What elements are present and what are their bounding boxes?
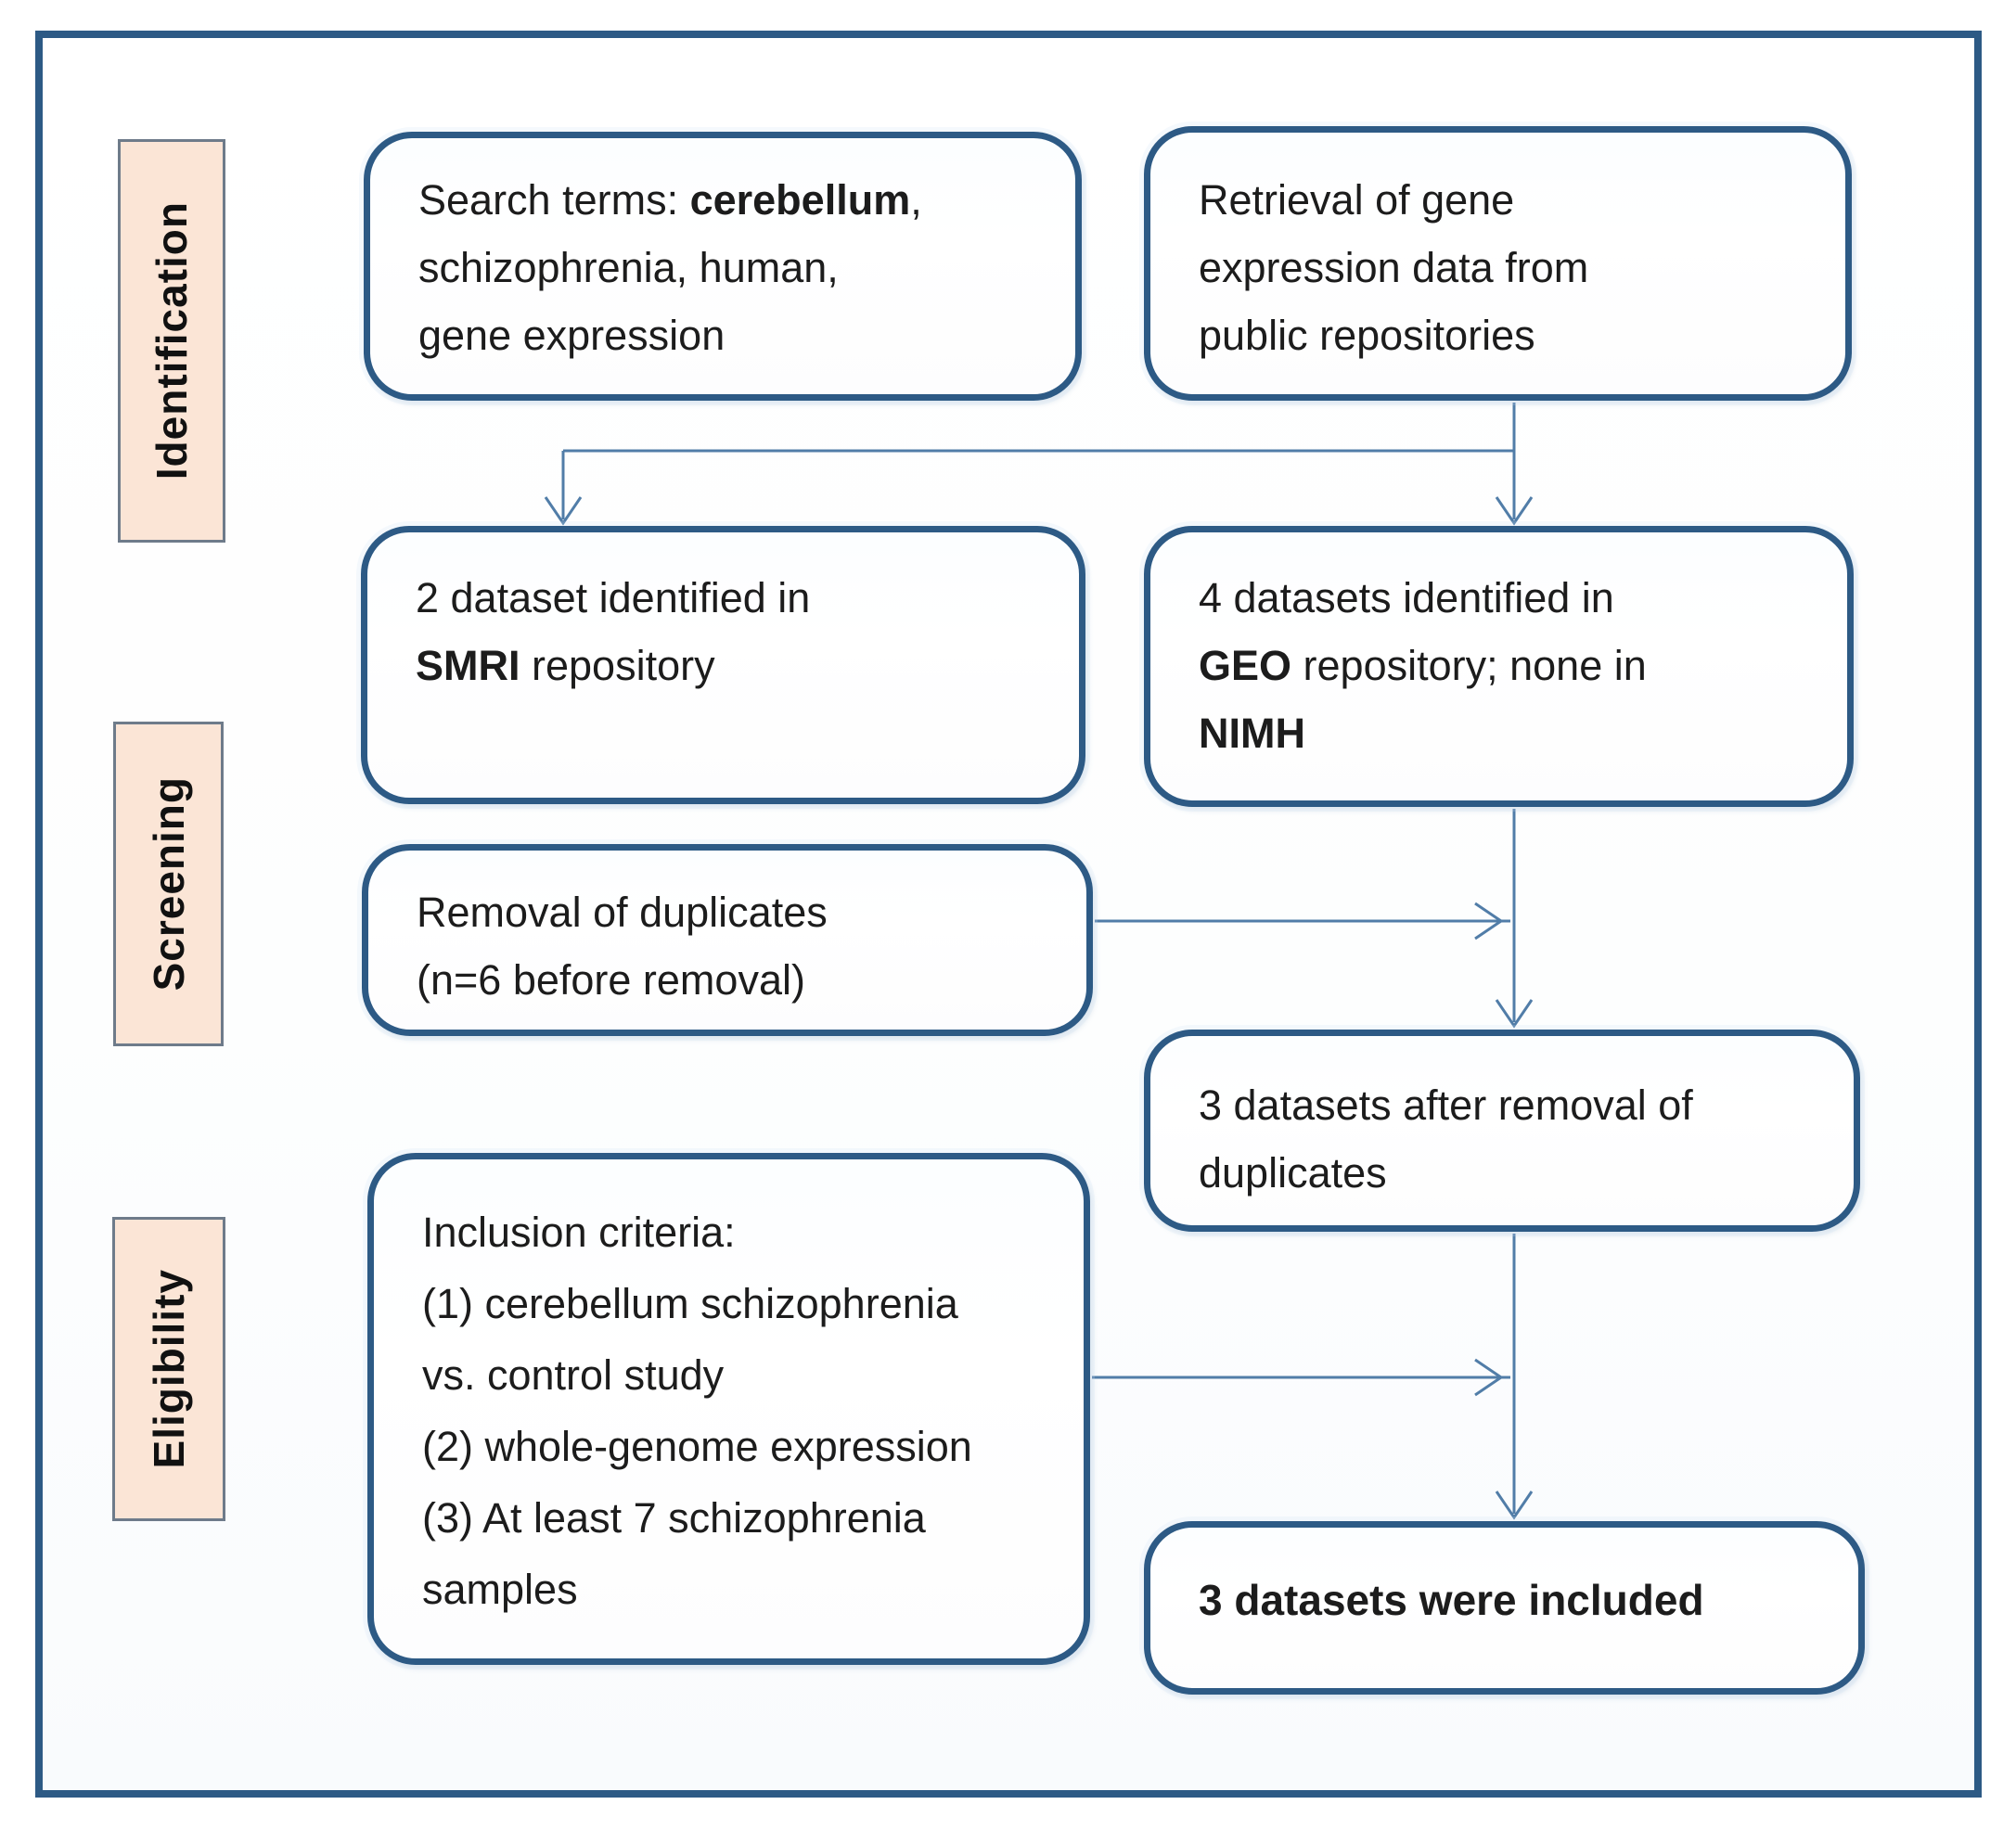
arrow-inclusion-to-junction	[1092, 1358, 1510, 1397]
box-line: 2 dataset identified in	[416, 564, 1042, 632]
box-text: samples	[422, 1566, 578, 1613]
box-line: public repositories	[1199, 301, 1808, 369]
box-line: GEO repository; none in	[1199, 632, 1810, 699]
box-text: gene expression	[418, 312, 726, 359]
box-line: schizophrenia, human,	[418, 234, 1038, 301]
box-text: 3 datasets after removal of	[1199, 1081, 1693, 1129]
box-text: 4 datasets identified in	[1199, 574, 1614, 621]
box-text: (3) At least 7 schizophrenia	[422, 1494, 926, 1542]
box-text-bold: cerebellum	[689, 176, 911, 224]
box-text: duplicates	[1199, 1149, 1387, 1197]
box-text-bold: 3 datasets were included	[1199, 1576, 1704, 1624]
arrowhead-down-geo	[1495, 496, 1534, 526]
arrowhead-down-included	[1495, 1491, 1534, 1520]
box-text: public repositories	[1199, 312, 1535, 359]
box-smri-datasets: 2 dataset identified in SMRI repository	[361, 526, 1085, 804]
box-text: (n=6 before removal)	[417, 956, 805, 1004]
box-text: (2) whole-genome expression	[422, 1423, 972, 1470]
box-line: vs. control study	[422, 1339, 1047, 1411]
box-line: Inclusion criteria:	[422, 1197, 1047, 1268]
box-line: 3 datasets were included	[1199, 1567, 1821, 1634]
arrow-after-removal-to-included	[1495, 1234, 1534, 1520]
box-inclusion-criteria: Inclusion criteria: (1) cerebellum schizo…	[367, 1153, 1090, 1665]
box-line: Retrieval of gene	[1199, 166, 1808, 234]
box-line: 3 datasets after removal of	[1199, 1071, 1817, 1139]
box-search-terms: Search terms: cerebellum, schizophrenia, …	[364, 132, 1082, 401]
box-text: ,	[910, 176, 922, 224]
box-text: repository	[520, 642, 715, 689]
box-text: (1) cerebellum schizophrenia	[422, 1280, 958, 1327]
box-text-bold: NIMH	[1199, 710, 1305, 757]
arrow-removal-to-junction	[1095, 902, 1510, 941]
arrowhead-right-removal	[1474, 902, 1504, 941]
box-line: expression data from	[1199, 234, 1808, 301]
box-text: Removal of duplicates	[417, 889, 828, 936]
box-text: repository; none in	[1291, 642, 1647, 689]
box-retrieval-public-repositories: Retrieval of gene expression data from pub…	[1144, 126, 1852, 401]
box-text: 2 dataset identified in	[416, 574, 811, 621]
box-text: expression data from	[1199, 244, 1589, 291]
box-line: Removal of duplicates	[417, 878, 1049, 946]
arrowhead-down-after-removal	[1495, 999, 1534, 1029]
arrowhead-right-inclusion	[1474, 1358, 1504, 1397]
box-removal-of-duplicates: Removal of duplicates (n=6 before removal…	[362, 844, 1093, 1036]
box-line: 4 datasets identified in	[1199, 564, 1810, 632]
box-line: (n=6 before removal)	[417, 946, 1049, 1014]
box-after-removal: 3 datasets after removal of duplicates	[1144, 1030, 1860, 1232]
box-line: (3) At least 7 schizophrenia	[422, 1482, 1047, 1554]
box-text: vs. control study	[422, 1351, 725, 1399]
box-line: (1) cerebellum schizophrenia	[422, 1268, 1047, 1339]
stage-label-eligibility: Eligibility	[112, 1217, 225, 1521]
box-text: schizophrenia, human,	[418, 244, 839, 291]
box-text: Search terms:	[418, 176, 690, 224]
arrow-geo-to-after-removal	[1495, 809, 1534, 1029]
stage-label-identification: Identification	[118, 139, 225, 543]
arrow-retrieval-to-smri-and-geo	[544, 403, 1534, 526]
box-line: Search terms: cerebellum,	[418, 166, 1038, 234]
box-line: duplicates	[1199, 1139, 1817, 1207]
box-line: samples	[422, 1554, 1047, 1625]
box-text: Retrieval of gene	[1199, 176, 1515, 224]
box-datasets-included: 3 datasets were included	[1144, 1521, 1865, 1695]
box-text-bold: SMRI	[416, 642, 520, 689]
box-line: gene expression	[418, 301, 1038, 369]
arrowhead-down-smri	[544, 496, 583, 526]
box-line: SMRI repository	[416, 632, 1042, 699]
box-line: NIMH	[1199, 699, 1810, 767]
box-geo-datasets: 4 datasets identified in GEO repository; …	[1144, 526, 1854, 807]
box-text-bold: GEO	[1199, 642, 1292, 689]
stage-label-screening: Screening	[113, 722, 224, 1046]
box-line: (2) whole-genome expression	[422, 1411, 1047, 1482]
box-text: Inclusion criteria:	[422, 1209, 736, 1256]
